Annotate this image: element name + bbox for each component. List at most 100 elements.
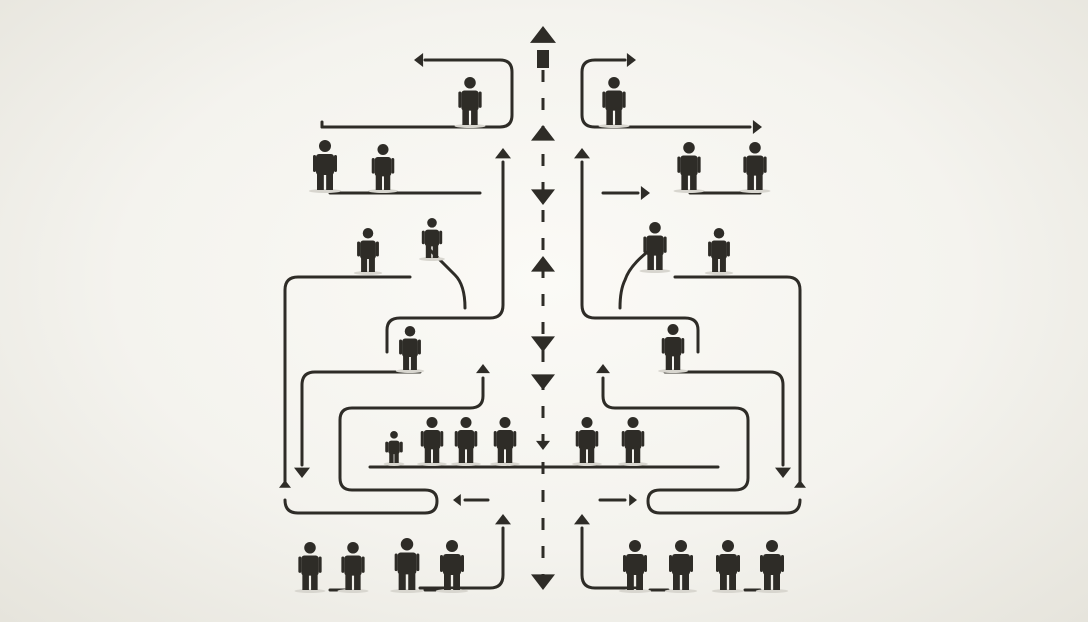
person-arm — [375, 241, 379, 257]
person-icon — [419, 218, 445, 261]
shadow — [618, 589, 652, 593]
shadow — [704, 271, 734, 275]
person-head — [427, 218, 437, 228]
person-arm — [690, 555, 693, 572]
person-head — [629, 540, 641, 552]
shadow — [673, 189, 705, 193]
person-icon — [308, 140, 342, 193]
person-arm — [417, 339, 421, 355]
person-icon — [451, 417, 481, 466]
shadow — [739, 189, 771, 193]
person-arm — [399, 441, 403, 453]
person-leg — [497, 446, 505, 463]
person-icon — [618, 417, 648, 466]
person-head — [581, 417, 593, 429]
person-leg — [627, 572, 634, 590]
shadow — [572, 462, 602, 466]
person-head — [627, 417, 639, 429]
person-body — [423, 430, 441, 450]
person-arm — [493, 431, 497, 447]
person-icon — [417, 417, 447, 466]
person-body — [578, 430, 596, 450]
person-leg — [712, 256, 719, 272]
person-icon — [454, 77, 486, 128]
connector-line — [320, 58, 514, 129]
person-icon — [395, 326, 425, 373]
connector-line — [663, 370, 785, 467]
shadow — [390, 589, 424, 593]
person-head — [766, 540, 778, 552]
person-arm — [439, 230, 443, 245]
person-arm — [697, 156, 701, 173]
arrow-down-icon — [531, 374, 555, 390]
person-body — [397, 552, 417, 575]
arrow-up-icon — [531, 256, 555, 272]
connector-line — [580, 526, 642, 590]
person-arm — [399, 339, 403, 355]
person-leg — [625, 446, 633, 463]
arrow-icon — [574, 514, 590, 525]
person-leg — [424, 446, 432, 463]
person-arm — [622, 91, 626, 108]
connector-line — [601, 376, 802, 515]
person-body — [605, 90, 623, 111]
person-arm — [440, 555, 443, 572]
person-arm — [595, 431, 599, 447]
person-head — [649, 222, 661, 234]
person-leg — [311, 572, 318, 590]
person-arm — [743, 156, 747, 173]
person-leg — [466, 446, 474, 463]
arrow-down-icon — [531, 574, 555, 590]
person-leg — [690, 172, 697, 190]
shadow — [658, 369, 688, 373]
person-leg — [432, 243, 439, 258]
person-leg — [368, 256, 375, 272]
person-head — [390, 431, 398, 439]
arrow-icon — [574, 148, 590, 159]
person-icon — [353, 228, 383, 275]
person-body — [664, 337, 682, 357]
person-body — [301, 555, 319, 576]
arrow-icon — [629, 494, 637, 506]
person-head — [377, 144, 389, 156]
person-arm — [371, 158, 375, 174]
person-icon — [435, 540, 469, 593]
person-icon — [658, 324, 688, 373]
shadow — [395, 369, 425, 373]
arrow-down-icon — [531, 189, 555, 205]
person-arm — [708, 241, 712, 257]
person-arm — [416, 553, 420, 572]
person-body — [711, 240, 727, 260]
shadow — [454, 124, 486, 128]
person-leg — [302, 572, 309, 590]
person-arm — [621, 431, 625, 447]
arrow-icon — [495, 514, 511, 525]
person-leg — [425, 243, 432, 258]
person-leg — [673, 353, 681, 370]
person-body — [360, 240, 376, 260]
person-body — [624, 430, 642, 450]
shadow — [598, 124, 630, 128]
shadow — [353, 271, 383, 275]
person-head — [460, 417, 472, 429]
arrow-icon — [626, 53, 636, 67]
person-head — [362, 228, 374, 239]
connector-line — [673, 275, 802, 484]
person-leg — [633, 446, 641, 463]
shadow — [294, 589, 326, 593]
arrow-icon — [640, 186, 650, 200]
shadow — [435, 589, 469, 593]
person-arm — [669, 555, 672, 572]
person-leg — [326, 172, 333, 190]
person-arm — [623, 555, 626, 572]
arrow-icon — [414, 53, 424, 67]
person-arm — [643, 236, 647, 253]
connector-line — [385, 160, 505, 354]
person-body — [719, 554, 737, 575]
person-leg — [408, 571, 416, 590]
arrow-icon — [794, 480, 806, 488]
person-head — [319, 140, 331, 152]
person-icon — [598, 77, 630, 128]
person-icon — [368, 144, 398, 193]
shadow — [383, 462, 405, 466]
